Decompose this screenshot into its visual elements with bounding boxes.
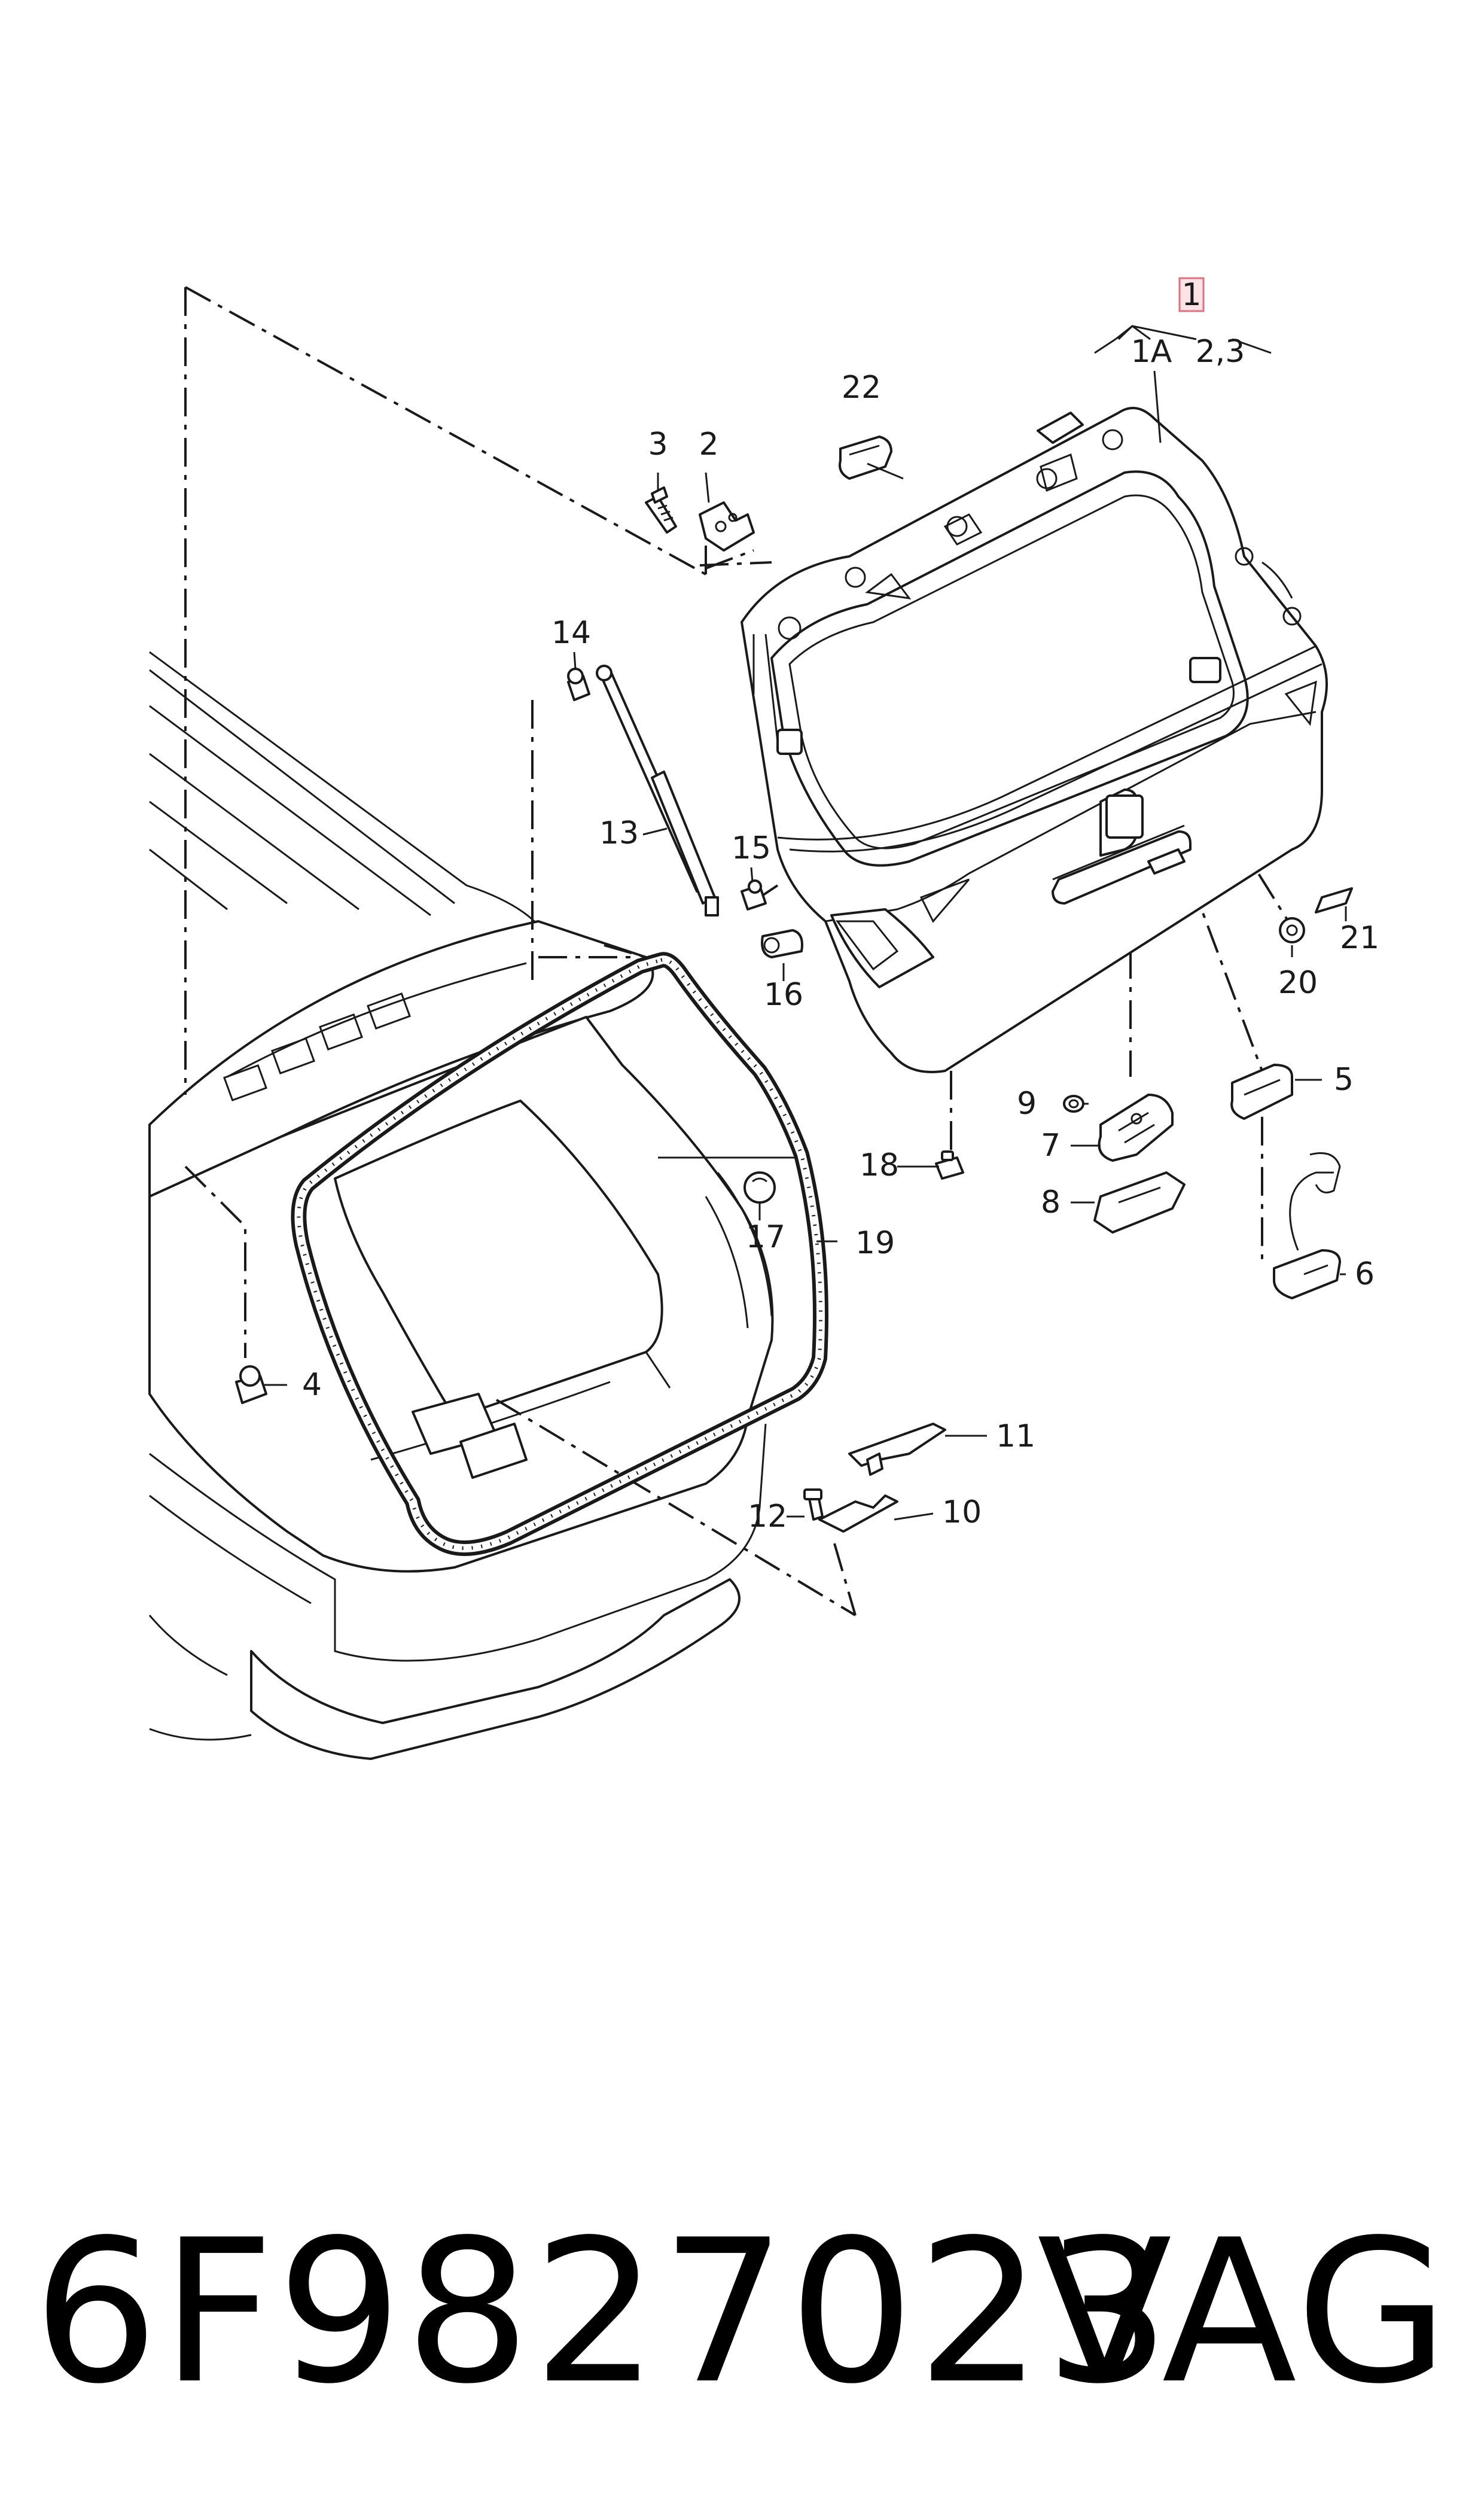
nut [235, 1365, 267, 1404]
callout-14: 14 [551, 615, 591, 651]
callout-2-3: 2,3 [1196, 334, 1245, 370]
trim-clip [1315, 887, 1353, 914]
part-number: 6F9827023 [33, 2197, 1173, 2427]
callout-11: 11 [996, 1418, 1035, 1454]
vehicle-body [148, 651, 774, 1760]
ball-stud-lower [741, 879, 767, 911]
callout-9: 9 [1017, 1086, 1037, 1122]
bump-stop [761, 929, 803, 958]
callout-16: 16 [764, 977, 803, 1013]
callout-17: 17 [746, 1219, 785, 1255]
latch [1098, 1094, 1174, 1162]
callout-10: 10 [942, 1494, 982, 1530]
striker-cover [848, 1423, 946, 1476]
callout-8: 8 [1041, 1185, 1061, 1220]
bracket [818, 1494, 898, 1533]
latch-cover [1093, 1171, 1186, 1234]
callout-1-highlight [1178, 277, 1205, 312]
buffer [743, 1171, 776, 1204]
callout-5: 5 [1334, 1062, 1354, 1098]
callout-22: 22 [842, 370, 881, 406]
clip [935, 1150, 964, 1180]
callout-19: 19 [855, 1225, 895, 1261]
lock-actuator [1273, 1152, 1341, 1299]
grommet [1063, 1095, 1084, 1113]
brand-name: VAG [1037, 2197, 1451, 2427]
callout-1: 1 [1181, 277, 1201, 313]
callout-20: 20 [1278, 965, 1318, 1001]
handle-switch [1230, 1064, 1293, 1120]
callout-leaders [263, 325, 1347, 1521]
tailgate [741, 407, 1328, 1073]
hinge-bolt [645, 486, 677, 534]
callout-13: 13 [599, 815, 639, 851]
ball-stud [567, 668, 590, 701]
callout-4: 4 [302, 1367, 322, 1403]
callout-1A: 1A [1131, 334, 1172, 370]
callout-12: 12 [748, 1499, 787, 1534]
callout-2: 2 [699, 427, 718, 462]
bolt [803, 1488, 824, 1521]
callout-3: 3 [648, 427, 668, 462]
seal [291, 952, 828, 1556]
callout-18: 18 [860, 1147, 899, 1183]
cover-cap [839, 436, 892, 480]
hinge [699, 501, 755, 552]
callout-6: 6 [1355, 1256, 1375, 1292]
expanding-rivet [1279, 917, 1305, 943]
gas-strut [596, 665, 719, 917]
callout-15: 15 [732, 830, 771, 866]
callout-21: 21 [1340, 920, 1379, 956]
callout-7: 7 [1041, 1128, 1061, 1164]
